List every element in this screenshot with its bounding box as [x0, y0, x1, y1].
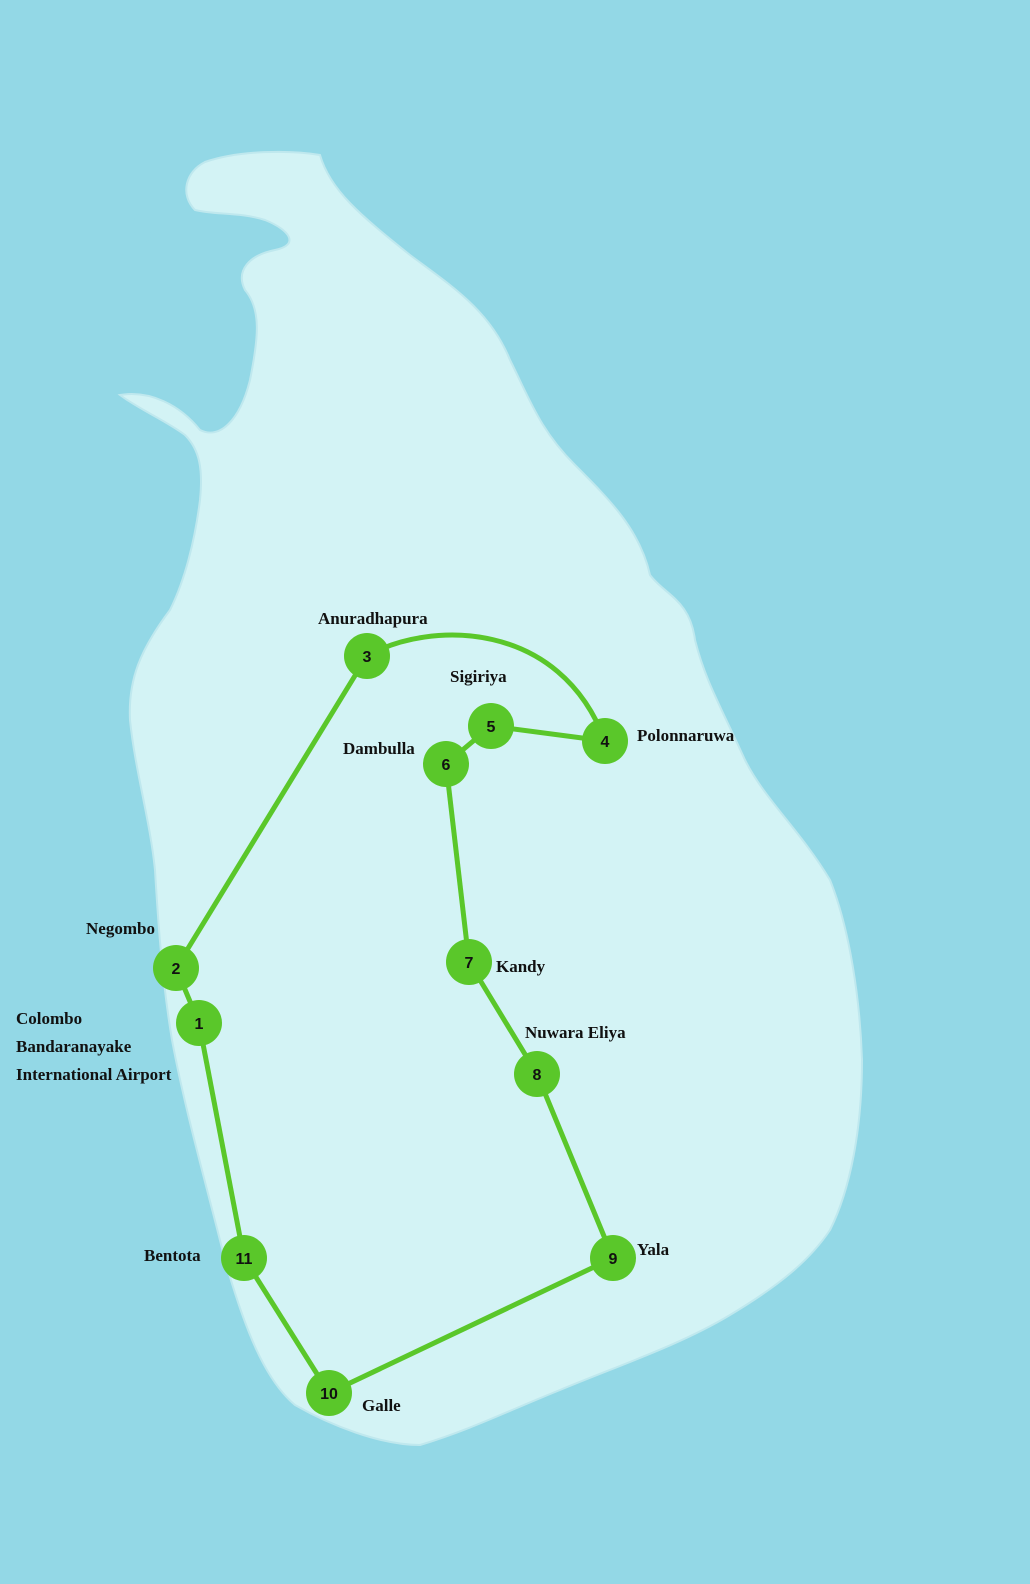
route-segment	[173, 654, 370, 970]
marker-number: 5	[487, 719, 496, 736]
route-segment	[196, 1022, 247, 1259]
marker-circle	[176, 1000, 222, 1046]
stop-label: Anuradhapura	[318, 609, 428, 628]
route-segment	[327, 1255, 615, 1396]
stop-label: Polonnaruwa	[637, 726, 735, 745]
stop-marker-11[interactable]: 11	[221, 1235, 267, 1281]
route-segment	[443, 763, 472, 963]
stop-label: Yala	[637, 1240, 670, 1259]
marker-circle	[514, 1051, 560, 1097]
marker-circle	[590, 1235, 636, 1281]
marker-number: 10	[320, 1386, 338, 1403]
marker-number: 2	[172, 961, 181, 978]
stop-marker-9[interactable]: 9	[590, 1235, 636, 1281]
marker-number: 9	[609, 1251, 618, 1268]
marker-circle	[446, 939, 492, 985]
route-segment	[365, 632, 608, 742]
stop-label: Sigiriya	[450, 667, 507, 686]
marker-circle	[306, 1370, 352, 1416]
marker-circle	[423, 741, 469, 787]
marker-number: 11	[236, 1251, 253, 1268]
stop-marker-7[interactable]: 7	[446, 939, 492, 985]
stop-marker-1[interactable]: 1	[176, 1000, 222, 1046]
marker-number: 3	[363, 649, 372, 666]
stop-marker-5[interactable]: 5	[468, 703, 514, 749]
stop-label-line: Bandaranayake	[16, 1037, 132, 1056]
stop-label-line: International Airport	[16, 1065, 172, 1084]
stop-marker-3[interactable]: 3	[344, 633, 390, 679]
marker-circle	[153, 945, 199, 991]
stop-label: Nuwara Eliya	[525, 1023, 626, 1042]
route-segment	[534, 1073, 616, 1259]
marker-number: 1	[195, 1016, 204, 1033]
island-land	[117, 150, 864, 1447]
island-lagoon	[133, 214, 151, 242]
stop-marker-6[interactable]: 6	[423, 741, 469, 787]
stop-marker-10[interactable]: 10	[306, 1370, 352, 1416]
marker-number: 8	[533, 1067, 542, 1084]
stop-label-line: Colombo	[16, 1009, 83, 1028]
marker-number: 4	[601, 734, 610, 751]
stop-label: Kandy	[496, 957, 546, 976]
stop-marker-4[interactable]: 4	[582, 718, 628, 764]
stop-marker-8[interactable]: 8	[514, 1051, 560, 1097]
marker-circle	[344, 633, 390, 679]
stop-label: Dambulla	[343, 739, 415, 758]
stop-marker-2[interactable]: 2	[153, 945, 199, 991]
stop-label: Negombo	[86, 919, 155, 938]
marker-circle	[221, 1235, 267, 1281]
stop-label: Bentota	[144, 1246, 201, 1265]
marker-number: 6	[442, 757, 451, 774]
stop-label: Galle	[362, 1396, 401, 1415]
marker-number: 7	[465, 955, 474, 972]
route-segment	[241, 1256, 332, 1395]
marker-circle	[468, 703, 514, 749]
marker-circle	[582, 718, 628, 764]
